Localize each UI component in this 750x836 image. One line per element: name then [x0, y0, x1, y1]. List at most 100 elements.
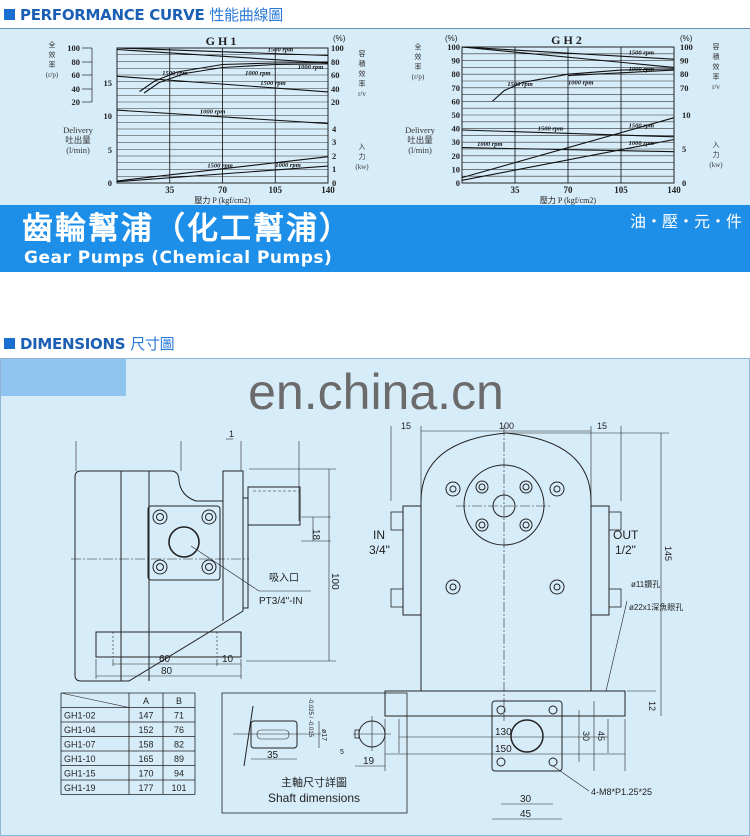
- x-tick-label: 140: [321, 185, 335, 195]
- table-cell: 71: [174, 711, 184, 721]
- delivery-axis-label: 吐出量: [65, 135, 91, 145]
- volumetric-efficiency-label: 效: [713, 62, 720, 71]
- chart-title: GH2: [551, 33, 585, 47]
- left-tick: 70: [452, 83, 461, 93]
- table-header: B: [176, 696, 182, 706]
- left-efficiency-tick: 20: [72, 97, 81, 107]
- delivery-axis-label: 吐出量: [407, 135, 433, 145]
- shaft-title-en: Shaft dimensions: [268, 791, 360, 805]
- volumetric-efficiency-label: r/v: [712, 83, 720, 91]
- left-tick: 20: [452, 151, 461, 161]
- dim-100-label: 100: [499, 421, 514, 431]
- curve-delivery: [461, 147, 675, 153]
- inlet-label-zh: 吸入口: [269, 573, 299, 584]
- x-tick-label: 105: [269, 185, 283, 195]
- dim-45-label: 45: [596, 731, 606, 741]
- table-cell: 165: [138, 754, 153, 764]
- bolt-spec-label: 4-M8*P1.25*25: [591, 787, 652, 797]
- table-header: A: [143, 696, 149, 706]
- dim-12-label: 12: [647, 701, 657, 711]
- table-cell: 82: [174, 740, 184, 750]
- x-tick-label: 35: [165, 185, 175, 195]
- dim-10-label: 10: [222, 654, 234, 665]
- curve-power: [461, 117, 675, 179]
- efficiency-axis-label: 率: [49, 60, 56, 69]
- left-efficiency-tick: 40: [72, 84, 81, 94]
- table-cell: 76: [174, 725, 184, 735]
- right-percent-label: (%): [333, 34, 346, 43]
- right-efficiency-tick: 80: [680, 69, 689, 79]
- dim-80-label: 80: [161, 666, 173, 677]
- curve-label: 1000 rpm: [245, 70, 270, 77]
- x-tick-label: 140: [667, 185, 681, 195]
- curve-power: [116, 156, 329, 182]
- flange-detail: 30 45 4-M8*P1.25*25 30 45: [491, 700, 652, 820]
- volumetric-efficiency-label: 積: [713, 52, 720, 61]
- dim-15-label: 15: [597, 421, 607, 431]
- efficiency-axis-label: 效: [49, 50, 56, 59]
- table-diagonal: [60, 692, 130, 708]
- right-power-tick: 5: [682, 144, 686, 154]
- product-title-zh: 齒輪幫浦（化工幫浦）: [22, 211, 352, 247]
- shaft-diameter-label: ø17: [320, 729, 327, 741]
- left-tick: 80: [452, 69, 461, 79]
- dimensions-panel: 1 吸入口 PT3/4"-IN 18: [0, 358, 750, 836]
- curve-efficiency: [116, 48, 329, 64]
- curve-efficiency: [567, 69, 675, 77]
- left-efficiency-tick: 60: [72, 70, 81, 80]
- delivery-axis-label: (l/min): [408, 145, 432, 155]
- left-efficiency-tick: 80: [72, 57, 81, 67]
- outlet-port-size: 1/2": [615, 543, 636, 557]
- hole-note-1: ø11鑽孔: [631, 579, 660, 589]
- right-efficiency-tick: 40: [331, 84, 340, 94]
- panel-corner-block: [1, 359, 126, 396]
- table-row-model: GH1-10: [64, 754, 96, 764]
- inlet-port-label: IN: [373, 528, 385, 542]
- power-axis-label: (kw): [709, 161, 723, 169]
- right-efficiency-tick: 90: [680, 56, 689, 66]
- x-tick-label: 105: [614, 185, 628, 195]
- volumetric-efficiency-label: 率: [359, 79, 366, 88]
- curve-delivery: [116, 109, 329, 125]
- curve-efficiency: [461, 46, 675, 68]
- curve-label: 1500 rpm: [268, 46, 293, 53]
- efficiency-axis-label: (r/p): [412, 73, 425, 81]
- left-tick: 60: [452, 96, 461, 106]
- left-percent-label: (%): [445, 34, 458, 43]
- table-cell: 147: [138, 711, 153, 721]
- curve-label: 1000 rpm: [298, 64, 323, 71]
- curve-efficiency: [461, 46, 675, 60]
- right-power-tick: 1: [332, 164, 336, 174]
- product-title-en: Gear Pumps (Chemical Pumps): [24, 248, 333, 268]
- dim-100-label: 100: [329, 573, 340, 590]
- volumetric-efficiency-label: 容: [359, 49, 366, 58]
- right-power-tick: 3: [332, 137, 336, 147]
- outlet-port-label: OUT: [613, 528, 639, 542]
- left-tick: 10: [452, 164, 461, 174]
- dim-1-label: 1: [229, 429, 234, 439]
- efficiency-axis-label: 效: [415, 52, 422, 61]
- table-cell: 177: [138, 783, 153, 793]
- dim-18-label: 18: [310, 529, 321, 541]
- curve-label: 1500 rpm: [538, 125, 563, 132]
- curve-efficiency: [143, 63, 329, 94]
- inlet-label: PT3/4"-IN: [259, 596, 303, 607]
- curve-label: 1500 rpm: [629, 123, 654, 130]
- curve-label: 1500 rpm: [260, 80, 285, 87]
- right-power-tick: 0: [332, 178, 336, 188]
- table-row-model: GH1-04: [64, 725, 96, 735]
- efficiency-axis-label: (r/p): [46, 71, 59, 79]
- volumetric-efficiency-label: 容: [713, 42, 720, 51]
- right-power-tick: 4: [332, 124, 337, 134]
- table-row-model: GH1-02: [64, 711, 96, 721]
- table-cell: 94: [174, 769, 184, 779]
- curve-efficiency: [139, 61, 329, 92]
- right-efficiency-tick: 100: [680, 42, 693, 52]
- power-axis-label: 力: [359, 152, 366, 161]
- volumetric-efficiency-label: 效: [359, 69, 366, 78]
- inlet-port-size: 3/4": [369, 543, 390, 557]
